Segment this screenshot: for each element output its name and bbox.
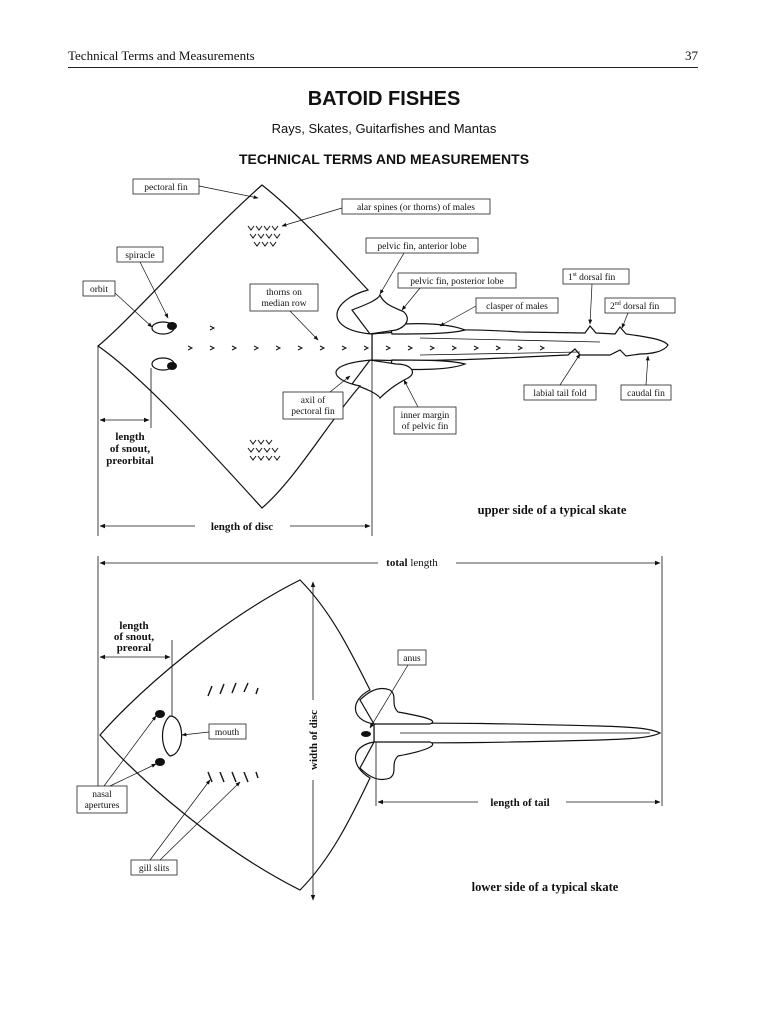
label-box-pelvic-anterior: [365, 237, 479, 254]
upper-tail-outline: [371, 325, 669, 362]
upper-dimensions: length of snout, preorbital length of di…: [97, 346, 627, 536]
label-box-mouth: [208, 723, 247, 740]
dim-snout-preoral-2: of snout,: [114, 631, 155, 643]
clasper-upper: [389, 323, 467, 335]
label-nasal-1: nasal: [92, 790, 112, 800]
label-clasper: clasper of males: [486, 301, 548, 312]
upper-labels: pectoral fin alar spines (or thorns) of …: [82, 178, 676, 435]
alar-spine-cluster-upper: [247, 225, 281, 247]
lower-labels: anus mouth nasal apertures gill slits: [76, 649, 427, 876]
labial-fold-line-2: [419, 351, 581, 356]
spiracle-left: [167, 322, 177, 330]
label-caudal: caudal fin: [627, 388, 665, 399]
lower-dimensions: length of snout, preoral width of disc l…: [99, 581, 661, 901]
gill-slits-upper: [207, 682, 259, 697]
pelvic-fin-lower: [351, 359, 413, 400]
label-axil-1: axil of: [301, 395, 326, 406]
nasal-aperture-upper: [155, 710, 165, 718]
lower-pelvic-upper: [359, 687, 433, 725]
label-orbit: orbit: [90, 285, 108, 295]
label-dorsal1: 1st dorsal fin: [568, 272, 616, 283]
label-box-clasper: [475, 297, 559, 314]
label-axil-2: pectoral fin: [291, 406, 335, 417]
labial-fold-line: [419, 337, 601, 343]
dim-snout-preorbital-1: length: [115, 431, 144, 443]
label-box-dorsal2: [604, 297, 676, 314]
dim-snout-preoral-1: length: [119, 620, 148, 632]
label-inner-1: inner margin: [401, 411, 450, 421]
label-box-dorsal1: [562, 268, 630, 285]
label-box-alar-spines: [341, 198, 491, 215]
running-title: Technical Terms and Measurements: [68, 48, 255, 63]
lower-figure-caption: lower side of a typical skate: [472, 880, 619, 894]
label-anus: anus: [403, 654, 421, 664]
label-nasal-2: apertures: [85, 801, 120, 811]
label-thorns-2: median row: [261, 299, 306, 309]
label-box-gill-slits: [130, 859, 178, 876]
label-dorsal2: 2nd dorsal fin: [610, 301, 660, 312]
label-box-nasal: [76, 785, 128, 814]
dim-snout-preorbital-2: of snout,: [110, 443, 151, 455]
label-box-orbit: [82, 280, 116, 297]
mouth-shape: [161, 715, 183, 757]
dim-total-length: total length: [386, 557, 438, 569]
label-box-pelvic-posterior: [397, 272, 517, 289]
upper-disc-outline: [97, 184, 373, 509]
dim-length-of-tail: length of tail: [490, 797, 549, 809]
gill-slits-lower: [207, 771, 259, 783]
alar-spine-cluster-lower: [247, 439, 281, 461]
label-gill-slits: gill slits: [139, 864, 170, 874]
label-box-axil: [282, 391, 344, 420]
label-alar-spines: alar spines (or thorns) of males: [357, 202, 475, 213]
label-box-anus: [397, 649, 427, 666]
label-mouth: mouth: [215, 728, 240, 738]
page-title: BATOID FISHES: [307, 88, 461, 110]
label-box-inner-margin: [393, 406, 457, 435]
section-heading: TECHNICAL TERMS AND MEASUREMENTS: [238, 151, 530, 167]
label-pectoral-fin: pectoral fin: [144, 182, 188, 193]
dim-snout-preoral-3: preoral: [117, 642, 152, 654]
label-inner-2: of pelvic fin: [402, 421, 449, 432]
label-pelvic-anterior: pelvic fin, anterior lobe: [377, 241, 466, 252]
label-spiracle: spiracle: [125, 251, 155, 261]
label-thorns-1: thorns on: [266, 288, 302, 298]
label-box-thorns: [249, 283, 319, 312]
pelvic-fin-upper: [351, 293, 408, 335]
lower-pelvic-lower: [359, 741, 433, 781]
header-rule: [68, 67, 698, 68]
median-thorn-row: [187, 325, 546, 351]
total-length-dimension: total length: [97, 556, 663, 806]
upper-figure-caption: upper side of a typical skate: [478, 503, 627, 517]
dim-length-of-disc: length of disc: [211, 521, 273, 533]
label-box-pectoral-fin: [132, 178, 200, 195]
label-labial: labial tail fold: [533, 388, 587, 399]
page-number: 37: [685, 48, 698, 63]
upper-skate-figure: [97, 184, 669, 509]
anus-mark: [361, 731, 371, 737]
dim-width-of-disc: width of disc: [308, 710, 320, 770]
spiracle-right: [167, 362, 177, 370]
page-subtitle: Rays, Skates, Guitarfishes and Mantas: [271, 121, 497, 136]
label-pelvic-posterior: pelvic fin, posterior lobe: [410, 276, 503, 287]
nasal-aperture-lower: [155, 758, 165, 766]
dim-snout-preorbital-3: preorbital: [106, 455, 153, 467]
